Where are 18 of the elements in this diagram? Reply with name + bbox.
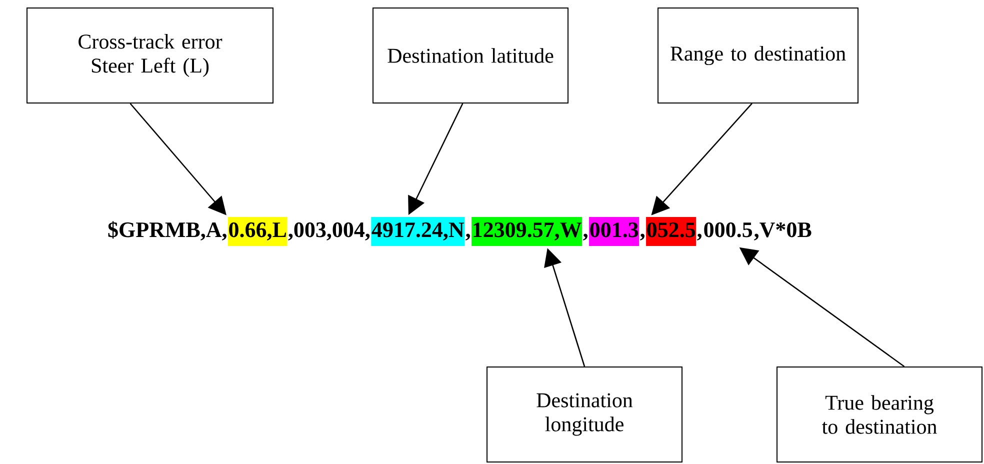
callout-box: Destination longitude — [486, 366, 682, 462]
sentence-field: 000.5 — [704, 222, 752, 238]
highlighted-field: 0.66,L — [228, 217, 288, 246]
callout-box: True bearing to destination — [776, 366, 982, 462]
sentence-text: , — [583, 234, 588, 240]
sentence-text: ,V*0B — [754, 222, 812, 240]
callout-box: Destination latitude — [372, 8, 568, 104]
callout-box: Cross-track error Steer Left (L) — [26, 8, 274, 104]
highlighted-field: 052.5 — [646, 217, 696, 246]
highlighted-field: 4917.24,N — [371, 217, 465, 246]
callout-box: Range to destination — [658, 8, 858, 104]
sentence-text: , — [640, 234, 644, 240]
highlighted-field: 001.3 — [589, 217, 640, 246]
sentence-text: ,003,004, — [288, 222, 370, 240]
highlighted-field: 12309.57,W — [472, 217, 582, 246]
sentence-text: , — [697, 234, 702, 240]
sentence-text: $GPRMB,A, — [108, 221, 226, 240]
sentence-text: , — [466, 234, 470, 240]
